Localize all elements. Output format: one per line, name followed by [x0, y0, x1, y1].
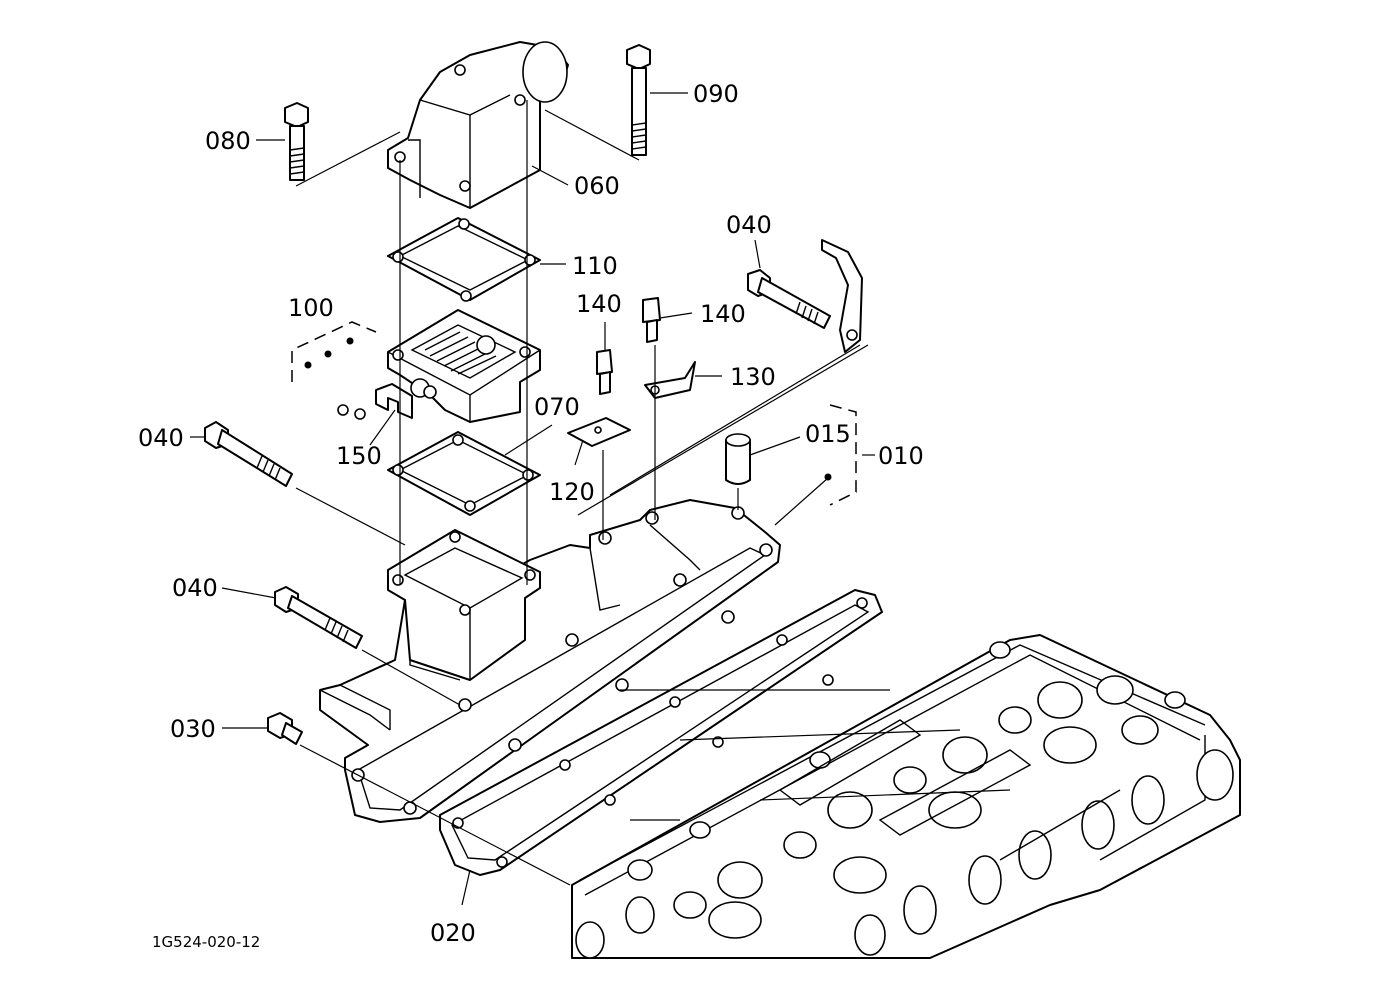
bolt-040-bracket — [747, 269, 831, 329]
plug-015 — [725, 433, 751, 485]
intake-manifold — [319, 499, 781, 823]
group-bracket-100 — [291, 321, 377, 382]
callout-140-b: 140 — [700, 300, 746, 328]
intake-elbow — [387, 41, 569, 209]
callout-070: 070 — [534, 393, 580, 421]
callout-110: 110 — [572, 252, 618, 280]
terminal-140-a — [596, 349, 613, 395]
lifting-bracket — [821, 239, 863, 353]
cylinder-head — [571, 634, 1241, 959]
callout-090: 090 — [693, 80, 739, 108]
gasket-070 — [387, 431, 541, 516]
bolt-090 — [626, 44, 651, 156]
callout-020: 020 — [430, 919, 476, 947]
intake-heater — [387, 309, 541, 423]
assembly-lines — [295, 100, 1011, 886]
group-bracket-010 — [829, 404, 857, 506]
callout-120: 120 — [549, 478, 595, 506]
callout-150: 150 — [336, 442, 382, 470]
callout-015: 015 — [805, 420, 851, 448]
terminal-140-b — [642, 297, 661, 343]
bolt-040-left — [204, 421, 293, 487]
callout-130: 130 — [730, 363, 776, 391]
clip-130 — [644, 361, 696, 399]
leader-lines — [190, 92, 875, 906]
reference-dots — [304, 337, 832, 481]
callout-140-a: 140 — [576, 290, 622, 318]
plate-120 — [567, 417, 631, 447]
drawing-code: 1G524-020-12 — [152, 933, 260, 951]
callout-010: 010 — [878, 442, 924, 470]
callout-060: 060 — [574, 172, 620, 200]
insulator-150 — [337, 383, 413, 420]
bolt-040-lower — [274, 586, 363, 649]
bolt-080 — [284, 102, 309, 181]
bolt-030 — [267, 712, 303, 745]
manifold-gasket — [439, 589, 883, 876]
callout-040-left: 040 — [138, 424, 184, 452]
callout-040-lower: 040 — [172, 574, 218, 602]
callout-030: 030 — [170, 715, 216, 743]
gasket-110 — [387, 217, 541, 302]
callout-040-bracket: 040 — [726, 211, 772, 239]
callout-100: 100 — [288, 294, 334, 322]
callout-080: 080 — [205, 127, 251, 155]
